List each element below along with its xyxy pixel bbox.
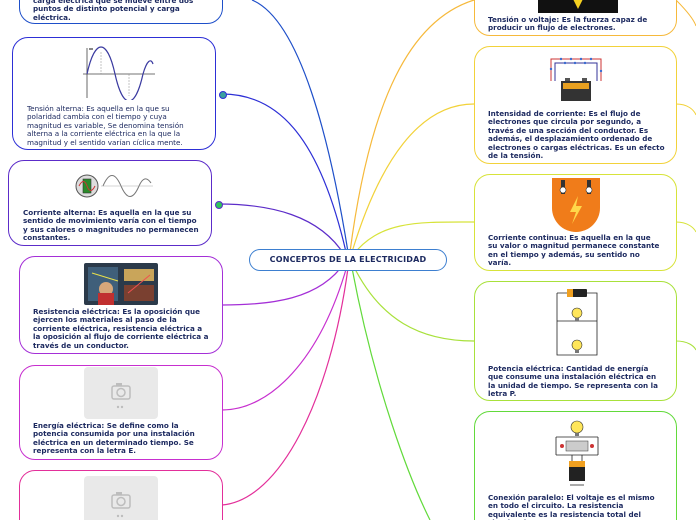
connector-intensidad [351,103,475,253]
node-tension[interactable]: Tensión o voltaje: Es la fuerza capaz de… [474,0,677,36]
node-energia[interactable]: Energía eléctrica: Se define como la pot… [19,365,223,460]
ac-source-symbol [75,174,153,198]
connector-energia [221,265,348,411]
battery-circuit [549,57,603,101]
connector-tension-alterna [221,93,347,253]
dc-plug-icon [552,178,600,232]
parallel-circuit [555,420,599,486]
sine-wave-graph [83,46,155,100]
node-corriente-alterna[interactable]: Corriente alterna: Es aquella en la que … [8,160,212,246]
image-placeholder [84,367,158,419]
node-corriente-alterna-text: Corriente alterna: Es aquella en la que … [23,208,199,243]
collapse-dot-tension-alterna[interactable] [219,91,227,99]
node-energia-text: Energía eléctrica: Se define como la pot… [33,421,195,456]
series-bulbs-circuit [556,289,598,356]
node-continua-text: Corriente continua: Es aquella en la que… [488,233,660,268]
node-resistencia[interactable]: Resistencia eléctrica: Es la oposición q… [19,256,223,354]
electrician-photo [84,263,158,305]
image-placeholder [84,476,158,520]
node-tension-alterna[interactable]: Tensión alterna: Es aquella en la que su… [12,37,216,150]
connector-carga [251,0,349,253]
node-intensidad-text: Intensidad de corriente: Es el flujo de … [488,109,665,161]
node-potencia[interactable]: Potencia eléctrica: Cantidad de energía … [474,281,677,401]
node-tension-text: Tensión o voltaje: Es la fuerza capaz de… [488,15,648,33]
central-topic[interactable]: CONCEPTOS DE LA ELECTRICIDAD [249,249,447,271]
camera-icon [111,492,131,518]
node-continua[interactable]: Corriente continua: Es aquella en la que… [474,174,677,271]
connector-tension [349,0,475,253]
connector-right-edge-2 [675,103,696,116]
connector-potencia [352,264,475,342]
connector-continua [352,221,475,256]
camera-icon [111,383,131,409]
node-potencia-text: Potencia eléctrica: Cantidad de energía … [488,364,658,399]
connector-paralelo [351,267,431,520]
node-intensidad[interactable]: Intensidad de corriente: Es el flujo de … [474,46,677,164]
node-paralelo[interactable]: Conexión paralelo: El voltaje es el mism… [474,411,677,520]
node-vacio[interactable] [19,470,223,520]
node-resistencia-text: Resistencia eléctrica: Es la oposición q… [33,307,209,350]
node-carga[interactable]: carga eléctrica que se mueve entre dos p… [19,0,223,24]
connector-right-edge-1 [675,0,696,27]
node-paralelo-text: Conexión paralelo: El voltaje es el mism… [488,493,655,520]
collapse-dot-corriente-alterna[interactable] [215,201,223,209]
connector-resistencia [221,261,346,306]
connector-vacio [221,267,349,506]
node-tension-alterna-text: Tensión alterna: Es aquella en la que su… [27,104,184,147]
connector-corriente-alterna [217,203,346,257]
warning-sign [538,0,618,13]
connector-right-edge-4 [675,340,696,351]
node-carga-text: carga eléctrica que se mueve entre dos p… [33,0,194,21]
connector-right-edge-3 [675,221,696,233]
